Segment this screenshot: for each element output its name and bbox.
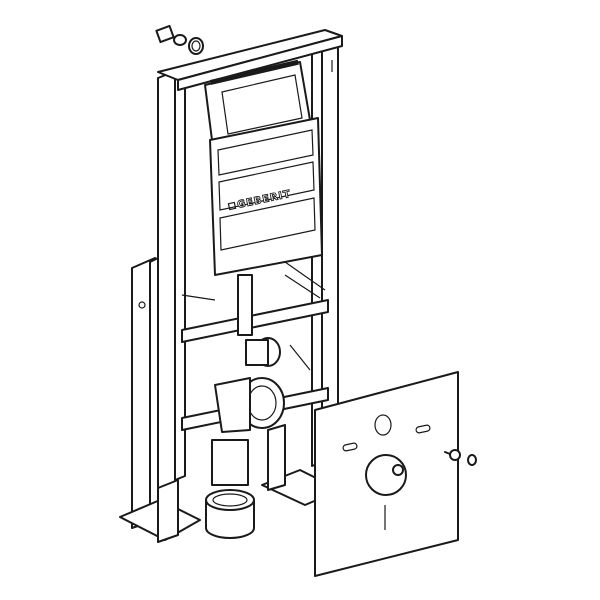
side-bracket [131, 257, 159, 529]
insulation-plate [314, 371, 459, 577]
fixing-screws [444, 449, 477, 466]
water-connector [155, 24, 204, 55]
left-foot [119, 471, 201, 543]
actuator-frame [204, 59, 311, 141]
cistern: GEBERIT [209, 117, 323, 276]
drain-assembly [211, 274, 311, 486]
top-crossbar [157, 29, 343, 91]
left-post [157, 67, 186, 489]
pipe-socket [205, 489, 255, 539]
